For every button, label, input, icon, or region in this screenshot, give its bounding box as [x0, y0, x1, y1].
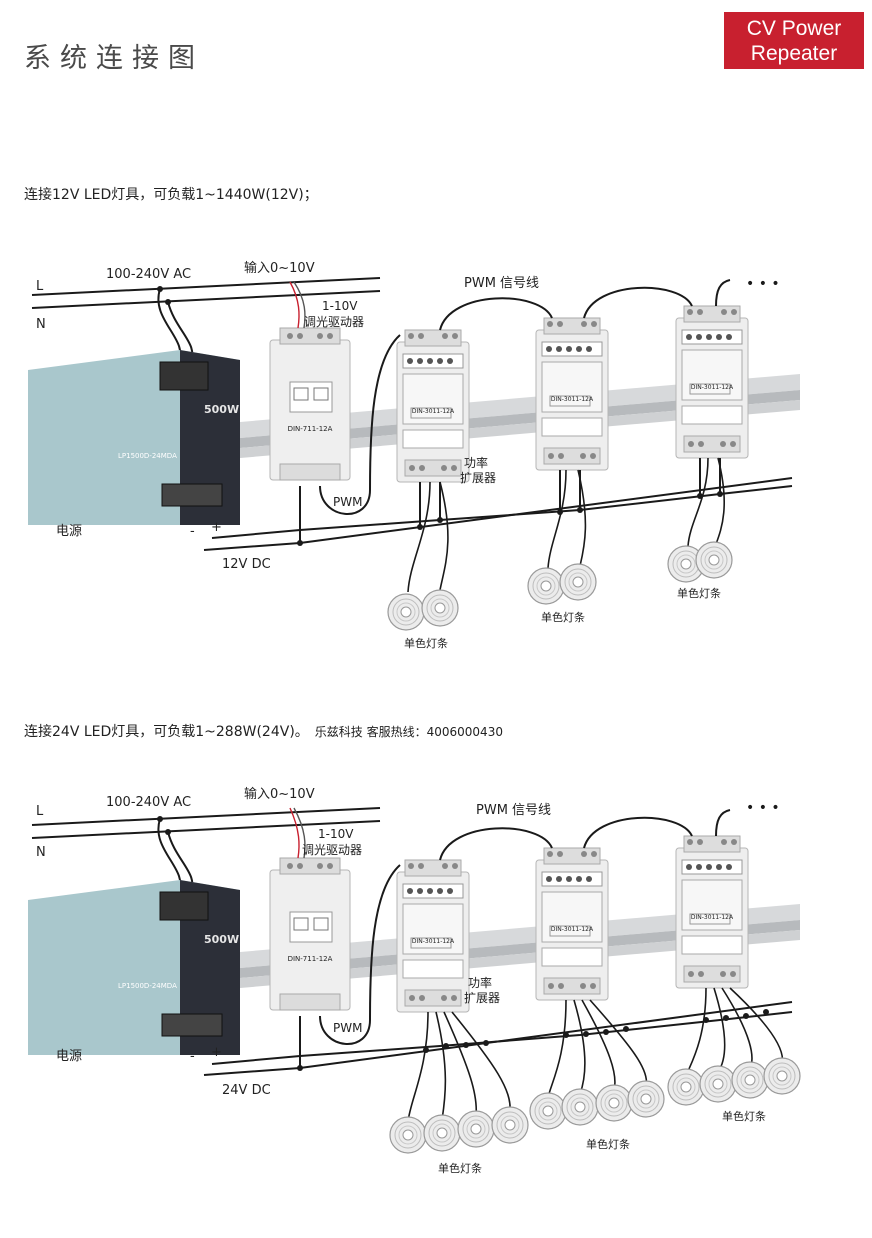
expander-2-model: DIN-3011-12A [551, 396, 594, 403]
driver-model: DIN-711-12A [288, 425, 333, 433]
ac-input-label: 100-240V AC [106, 267, 191, 282]
driver-label-line2: 调光驱动器 [302, 843, 362, 857]
strip-reel [595, 1084, 633, 1122]
strip-reel [457, 1110, 495, 1148]
expander-label-line2: 扩展器 [460, 471, 496, 485]
ac-input-label: 100-240V AC [106, 795, 191, 810]
strip-label-3: 单色灯条 [722, 1109, 766, 1123]
expander-1: DIN-3011-12A [396, 859, 470, 1013]
pwm-label: PWM [333, 1021, 362, 1035]
more-expanders-ellipsis: • • • [746, 800, 780, 816]
driver-label-line1: 1-10V [322, 299, 358, 313]
psu-watt: 500W [204, 403, 239, 416]
strip-reel [491, 1106, 529, 1144]
line-l-label: L [36, 804, 44, 819]
psu-model: LP1500D-24MDA [118, 982, 177, 990]
pwm-signal-wires [319, 279, 731, 515]
power-supply: 500W LP1500D-24MDA [28, 350, 240, 525]
expander-1-model: DIN-3011-12A [412, 938, 455, 945]
pwm-signal-wires [319, 809, 731, 1045]
psu-minus: - [190, 1049, 195, 1064]
psu-model: LP1500D-24MDA [118, 452, 177, 460]
strip-reel [763, 1057, 801, 1095]
section2-caption: 连接24V LED灯具，可负载1~288W(24V)。乐兹科技 客服热线：400… [24, 721, 503, 741]
strip-label-2: 单色灯条 [541, 610, 585, 624]
expander-2: DIN-3011-12A [535, 317, 609, 471]
section1-caption: 连接12V LED灯具，可负载1~1440W(12V)； [24, 187, 318, 203]
psu-minus: - [190, 524, 195, 539]
dimming-driver: DIN-711-12A [269, 327, 351, 481]
expander-label-line2: 扩展器 [464, 991, 500, 1005]
expander-3: DIN-3011-12A [675, 305, 749, 459]
expander-3-model: DIN-3011-12A [691, 384, 734, 391]
expander-label-line1: 功率 [464, 455, 488, 470]
expander-2-model: DIN-3011-12A [551, 926, 594, 933]
line-n-label: N [36, 317, 46, 332]
diagram-24v: L N 100-240V AC 500W LP1500D-24MDA 电源 - … [28, 786, 801, 1175]
strip-reel [695, 541, 733, 579]
strip-reel [731, 1061, 769, 1099]
expander-2: DIN-3011-12A [535, 847, 609, 1001]
expander-3-model: DIN-3011-12A [691, 914, 734, 921]
strip-label-1: 单色灯条 [404, 636, 448, 650]
input-010v-label: 输入0~10V [244, 786, 315, 802]
driver-label-line2: 调光驱动器 [304, 315, 364, 329]
expander-label-line1: 功率 [468, 975, 492, 990]
power-supply: 500W LP1500D-24MDA [28, 880, 240, 1055]
strip-leads [407, 457, 726, 593]
more-expanders-ellipsis: • • • [746, 276, 780, 292]
psu-label: 电源 [56, 1049, 82, 1064]
section2-caption-hotline: 乐兹科技 客服热线：4006000430 [314, 725, 503, 739]
dc-label-24v: 24V DC [222, 1083, 271, 1098]
pwm-signal-label: PWM 信号线 [476, 803, 551, 818]
dc-bus-wires [203, 1001, 793, 1076]
product-badge: CV Power Repeater [724, 12, 864, 69]
section2-caption-main: 连接24V LED灯具，可负载1~288W(24V)。 [24, 724, 309, 740]
page-title: 系统连接图 [24, 43, 204, 74]
strip-label-3: 单色灯条 [677, 586, 721, 600]
badge-line2: Repeater [750, 42, 838, 65]
input-010v-label: 输入0~10V [244, 260, 315, 276]
strip-reel [389, 1116, 427, 1154]
line-n-label: N [36, 845, 46, 860]
dc-bus-junctions [297, 1009, 769, 1071]
expander-1-model: DIN-3011-12A [412, 408, 455, 415]
psu-watt: 500W [204, 933, 239, 946]
strip-label-1: 单色灯条 [438, 1161, 482, 1175]
expander-1: DIN-3011-12A [396, 329, 470, 483]
strip-reel [423, 1114, 461, 1152]
psu-plus: + [211, 520, 222, 535]
driver-model: DIN-711-12A [288, 955, 333, 963]
strip-reel [527, 567, 565, 605]
expander-3: DIN-3011-12A [675, 835, 749, 989]
strip-reel [559, 563, 597, 601]
strip-reel [421, 589, 459, 627]
driver-label-line1: 1-10V [318, 827, 354, 841]
dc-label-12v: 12V DC [222, 557, 271, 572]
pwm-label: PWM [333, 495, 362, 509]
strip-reel [529, 1092, 567, 1130]
line-l-label: L [36, 279, 44, 294]
pwm-signal-label: PWM 信号线 [464, 276, 539, 291]
badge-line1: CV Power [746, 17, 842, 40]
psu-label: 电源 [56, 524, 82, 539]
strip-label-2: 单色灯条 [586, 1137, 630, 1151]
strip-reel [627, 1080, 665, 1118]
dimming-driver: DIN-711-12A [269, 857, 351, 1011]
strip-reel [387, 593, 425, 631]
strip-reel [667, 1068, 705, 1106]
diagram-12v: L N 100-240V AC 500W LP1500D-24MDA 电源 - … [28, 260, 800, 650]
strip-reel [561, 1088, 599, 1126]
strip-reel [699, 1065, 737, 1103]
psu-plus: + [211, 1045, 222, 1060]
